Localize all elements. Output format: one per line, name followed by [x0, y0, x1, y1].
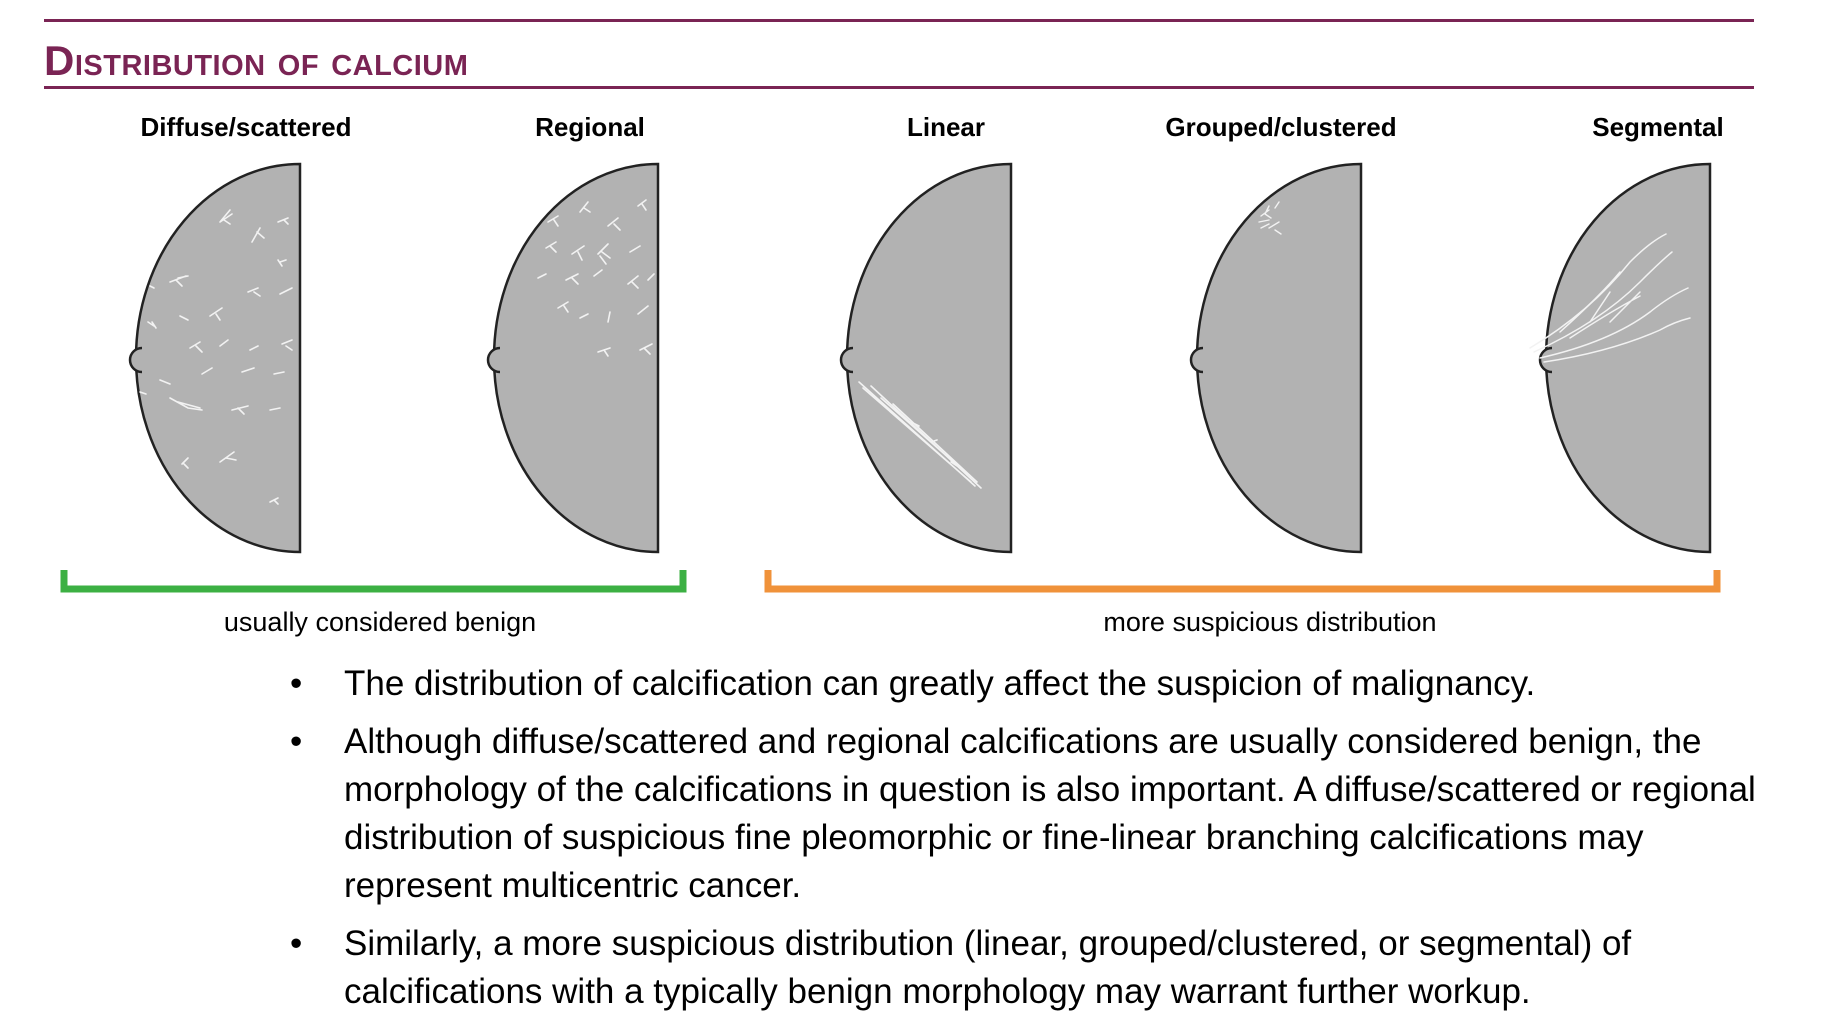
panel-label-segmental: Segmental — [1592, 112, 1724, 142]
calcifications-diffuse — [139, 209, 293, 505]
bullet-item: • The distribution of calcification can g… — [290, 660, 1790, 708]
header-rule-top — [44, 19, 1754, 22]
bullet-text: Similarly, a more suspicious distributio… — [344, 924, 1632, 1011]
suspicious-bracket — [764, 570, 1721, 593]
bullet-dot-icon: • — [290, 924, 303, 963]
bullet-dot-icon: • — [290, 664, 303, 703]
calcifications-segmental — [1529, 233, 1691, 363]
calcifications-linear — [858, 381, 982, 489]
panel-label-regional: Regional — [535, 112, 645, 142]
breast-linear — [839, 162, 1013, 554]
benign-bracket — [60, 570, 687, 593]
panel-label-linear: Linear — [906, 112, 986, 142]
breast-regional — [486, 162, 660, 554]
bullet-item: • Although diffuse/scattered and regional… — [290, 718, 1790, 910]
page-title: Distribution of calcium — [44, 37, 469, 84]
bullet-item: • Similarly, a more suspicious distributi… — [290, 920, 1790, 1016]
bullet-dot-icon: • — [290, 722, 303, 761]
calcifications-grouped — [1258, 201, 1282, 235]
breast-grouped — [1189, 162, 1363, 554]
panel-label-grouped: Grouped/clustered — [1165, 112, 1397, 142]
calcifications-regional — [537, 199, 655, 357]
breast-diffuse — [128, 162, 302, 554]
bullet-text: The distribution of calcification can gr… — [344, 664, 1536, 703]
header-rule-bottom — [44, 86, 1754, 89]
panel-label-diffuse: Diffuse/scattered — [140, 112, 352, 142]
suspicious-label: more suspicious distribution — [1103, 607, 1437, 637]
benign-label: usually considered benign — [223, 607, 537, 637]
breast-segmental — [1529, 162, 1712, 554]
bullet-text: Although diffuse/scattered and regional … — [344, 722, 1756, 905]
bullet-list: • The distribution of calcification can g… — [290, 660, 1790, 1026]
